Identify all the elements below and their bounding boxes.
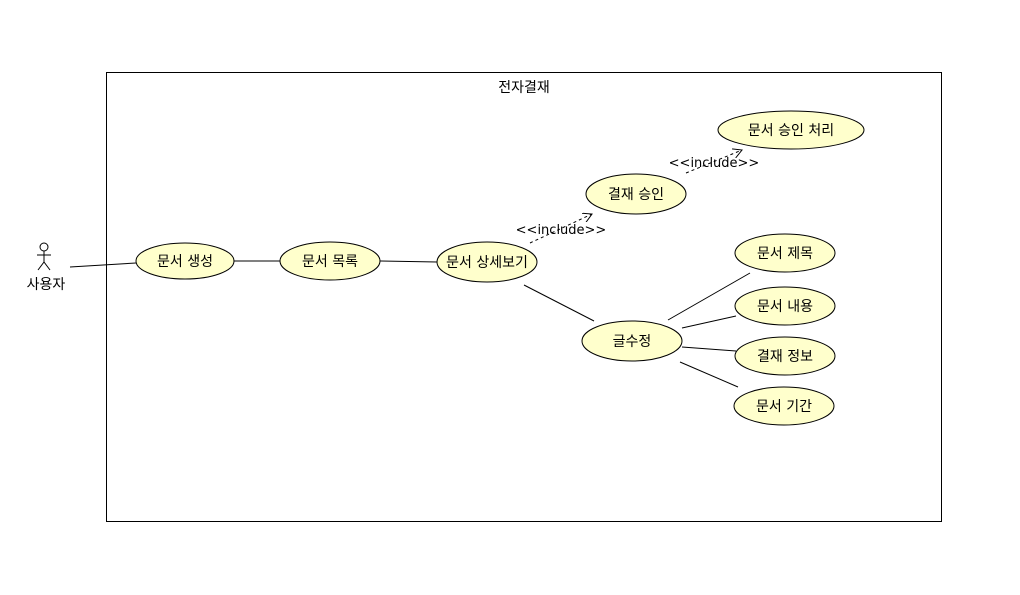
actor-user[interactable]: 사용자 bbox=[27, 242, 66, 293]
assoc-detail-edit bbox=[523, 284, 595, 322]
use-case-detail-label: 문서 상세보기 bbox=[446, 255, 528, 271]
assoc-edit-title bbox=[667, 272, 751, 321]
use-case-content-label: 문서 내용 bbox=[757, 299, 813, 315]
assoc-edit-content bbox=[681, 315, 737, 329]
use-case-approval-info-label: 결재 정보 bbox=[757, 349, 813, 365]
use-case-create-label: 문서 생성 bbox=[157, 254, 213, 270]
use-case-title[interactable]: 문서 제목 bbox=[734, 233, 836, 273]
use-case-edit[interactable]: 글수정 bbox=[581, 320, 683, 362]
use-case-content[interactable]: 문서 내용 bbox=[734, 286, 836, 326]
actor-head bbox=[39, 242, 49, 252]
system-boundary bbox=[106, 72, 942, 522]
assoc-list-detail bbox=[379, 260, 438, 263]
include-approval-process-label: <<include>> bbox=[669, 156, 760, 171]
use-case-approve-process[interactable]: 문서 승인 처리 bbox=[717, 110, 865, 150]
use-case-approval[interactable]: 결재 승인 bbox=[585, 173, 687, 215]
use-case-edit-label: 글수정 bbox=[613, 334, 652, 350]
use-case-period-label: 문서 기간 bbox=[756, 399, 812, 415]
include-approval-process-line bbox=[685, 150, 742, 174]
assoc-edit-approval-info bbox=[681, 346, 737, 352]
use-case-detail[interactable]: 문서 상세보기 bbox=[436, 241, 538, 283]
use-case-create[interactable]: 문서 생성 bbox=[135, 242, 235, 280]
actor-left-leg bbox=[37, 261, 45, 271]
use-case-period[interactable]: 문서 기간 bbox=[733, 386, 835, 426]
actor-right-leg bbox=[43, 261, 51, 271]
assoc-actor-create bbox=[69, 262, 137, 268]
use-case-title-label: 문서 제목 bbox=[757, 246, 813, 262]
actor-label: 사용자 bbox=[27, 277, 66, 293]
assoc-edit-period bbox=[679, 361, 739, 388]
use-case-list[interactable]: 문서 목록 bbox=[279, 241, 381, 281]
use-case-approval-info[interactable]: 결재 정보 bbox=[734, 336, 836, 376]
use-case-list-label: 문서 목록 bbox=[302, 254, 358, 270]
system-title: 전자결재 bbox=[498, 80, 550, 96]
use-case-approval-label: 결재 승인 bbox=[608, 187, 664, 203]
include-detail-approval-label: <<include>> bbox=[516, 223, 607, 238]
use-case-approve-process-label: 문서 승인 처리 bbox=[748, 123, 834, 139]
